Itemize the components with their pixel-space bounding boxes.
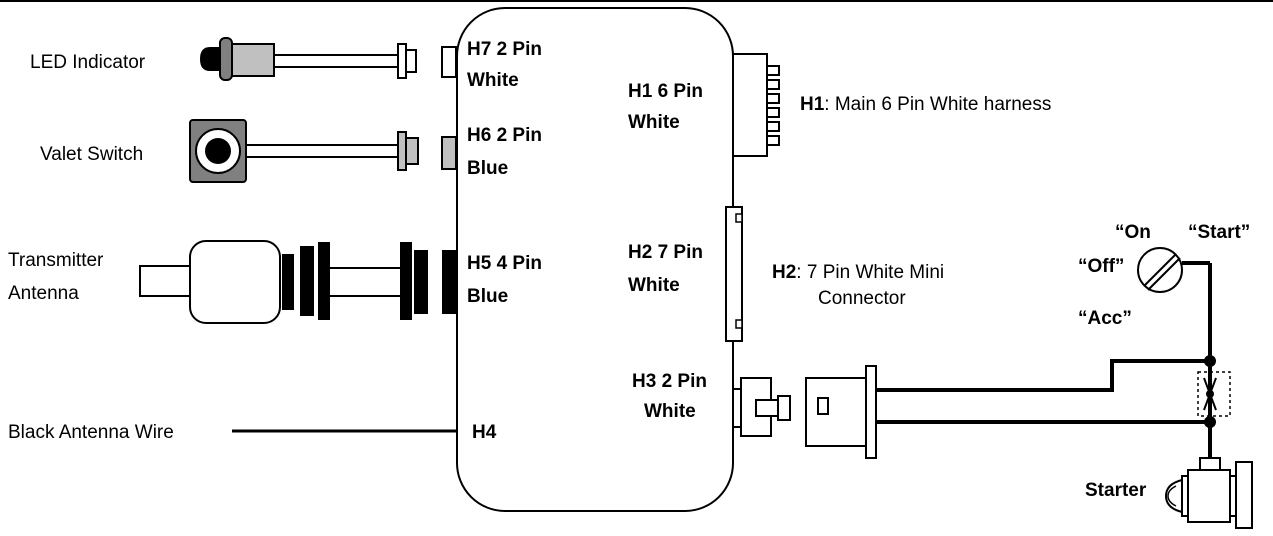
- h2-connector-icon: [725, 206, 743, 342]
- starter-wiring: [876, 261, 1231, 460]
- h1-description-code: H1: [800, 94, 825, 115]
- h2-label-line1: H2 7 Pin: [628, 242, 703, 263]
- h3-label-line2: White: [644, 401, 696, 422]
- transmitter-label-line2: Antenna: [8, 283, 79, 304]
- h6-label-line2: Blue: [467, 158, 508, 179]
- h1-label-line1: H1 6 Pin: [628, 81, 703, 102]
- h1-label-line2: White: [628, 112, 680, 133]
- starter-motor-icon: [1164, 457, 1253, 529]
- h1-description: H1: Main 6 Pin White harness: [800, 94, 1051, 115]
- h5-label-line1: H5 4 Pin: [467, 253, 542, 274]
- h3-connector-icon: [732, 365, 877, 459]
- transmitter-antenna-icon: [139, 240, 456, 324]
- ignition-start-label: “Start”: [1188, 222, 1250, 243]
- ignition-acc-label: “Acc”: [1078, 308, 1132, 329]
- ignition-on-label: “On: [1115, 222, 1151, 243]
- ignition-switch-icon: [1137, 247, 1183, 293]
- ignition-off-label: “Off”: [1078, 256, 1124, 277]
- h1-description-text: : Main 6 Pin White harness: [824, 94, 1051, 115]
- transmitter-label-line1: Transmitter: [8, 250, 104, 271]
- h3-label-line1: H3 2 Pin: [632, 371, 707, 392]
- valet-switch-label: Valet Switch: [40, 144, 143, 165]
- h7-label-line2: White: [467, 70, 519, 91]
- h5-label-line2: Blue: [467, 286, 508, 307]
- h7-label-line1: H7 2 Pin: [467, 39, 542, 60]
- black-antenna-wire-label: Black Antenna Wire: [8, 422, 174, 443]
- h1-connector-icon: [732, 53, 780, 157]
- valet-switch-icon: [189, 119, 457, 183]
- h2-description-code: H2: [772, 262, 796, 283]
- h2-label-line2: White: [628, 275, 680, 296]
- starter-label: Starter: [1085, 480, 1147, 501]
- h2-description: H2: 7 Pin White Mini: [772, 262, 944, 283]
- h6-label-line1: H6 2 Pin: [467, 125, 542, 146]
- h2-description-text: : 7 Pin White Mini: [796, 262, 944, 283]
- led-indicator-icon: [200, 37, 457, 81]
- h2-description-line2: Connector: [818, 288, 906, 309]
- h4-label: H4: [472, 422, 497, 443]
- led-indicator-label: LED Indicator: [30, 52, 146, 73]
